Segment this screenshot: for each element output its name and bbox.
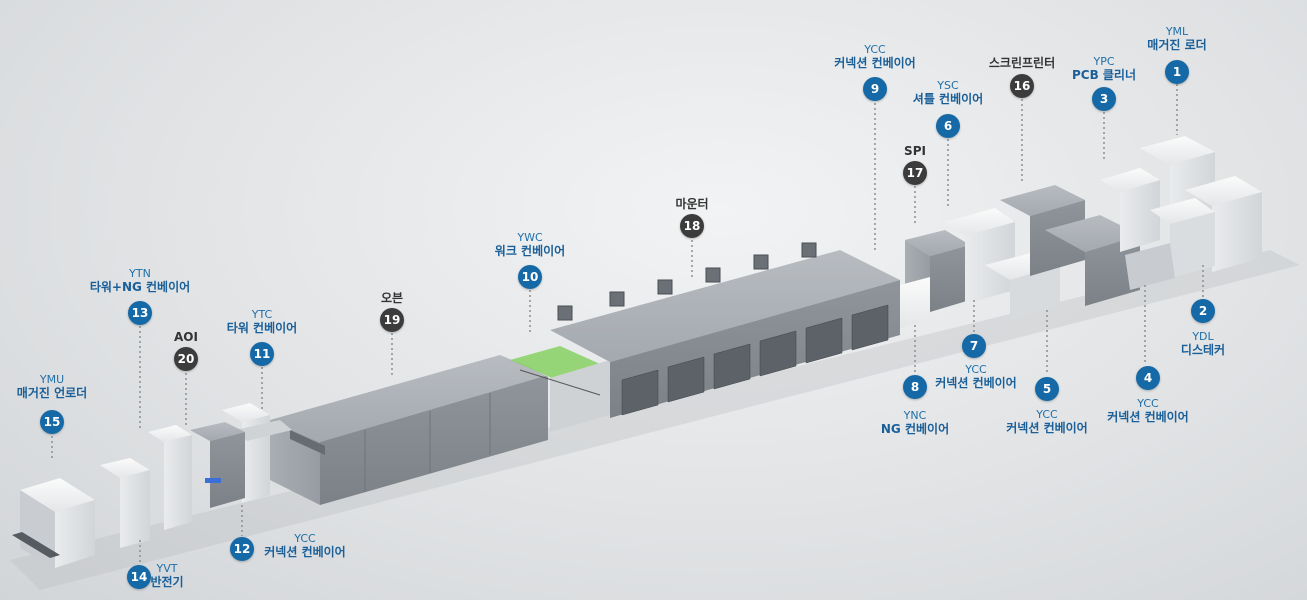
callout-oven: 오븐 — [302, 291, 482, 306]
badge-5: 5 — [1035, 377, 1059, 401]
left-side-machines — [12, 403, 292, 568]
callout-ydl: YDL 디스테커 — [1113, 330, 1293, 358]
callout-name: PCB 클리너 — [1071, 68, 1137, 82]
screen-printer-machine — [1000, 185, 1140, 306]
work-conveyor-machine — [505, 338, 610, 432]
callout-code: YTC — [251, 308, 273, 321]
badge-13: 13 — [128, 301, 152, 325]
badge-2: 2 — [1191, 299, 1215, 323]
callout-yvt: YVT 반전기 — [77, 562, 257, 590]
spi-machine — [900, 230, 970, 328]
callout-code: YCC — [965, 363, 987, 376]
callout-yml: YML 매거진 로더 — [1087, 25, 1267, 53]
callout-name: 셔틀 컨베이어 — [912, 92, 984, 106]
callout-ytn: YTN 타워+NG 컨베이어 — [50, 267, 230, 295]
callout-name: 타워 컨베이어 — [226, 321, 298, 335]
callout-mounter: 마운터 — [602, 197, 782, 212]
callout-code: YVT — [156, 562, 178, 575]
callout-ycc-7: YCC 커넥션 컨베이어 — [886, 363, 1066, 391]
badge-10: 10 — [518, 265, 542, 289]
callout-name: 반전기 — [150, 575, 184, 589]
feeder-banks — [621, 304, 889, 416]
callout-code: YNC — [903, 409, 927, 422]
callout-code: YPC — [1093, 55, 1115, 68]
badge-20: 20 — [174, 347, 198, 371]
callout-spi: SPI — [825, 144, 1005, 159]
callout-screen-printer: 스크린프린터 — [932, 56, 1112, 71]
callout-name: 오븐 — [380, 291, 404, 305]
badge-17: 17 — [903, 161, 927, 185]
callout-name: SPI — [904, 144, 926, 158]
badge-9: 9 — [863, 77, 887, 101]
callout-name: 커넥션 컨베이어 — [935, 376, 1017, 390]
callout-name: 디스테커 — [1180, 343, 1226, 357]
badge-3: 3 — [1092, 87, 1116, 111]
callout-ycc-5: YCC 커넥션 컨베이어 — [957, 408, 1137, 436]
callout-name: 매거진 언로더 — [16, 386, 88, 400]
callout-code: YCC — [294, 532, 316, 545]
badge-19: 19 — [380, 308, 404, 332]
callout-code: YCC — [1137, 397, 1159, 410]
oven-machine — [270, 355, 548, 505]
badge-1: 1 — [1165, 60, 1189, 84]
callout-code: YCC — [864, 43, 886, 56]
callout-name: 스크린프린터 — [988, 56, 1056, 70]
callout-name: 커넥션 컨베이어 — [1006, 421, 1088, 435]
callout-aoi: AOI — [96, 330, 276, 345]
callout-code: YTN — [129, 267, 151, 280]
mounter-machine — [550, 242, 900, 418]
callout-code: YWC — [517, 231, 543, 244]
loader-cleaner-machines — [1100, 136, 1262, 290]
monitors — [557, 242, 817, 321]
callout-ycc-4: YCC 커넥션 컨베이어 — [1058, 397, 1238, 425]
badge-7: 7 — [962, 334, 986, 358]
callout-ycc-12: YCC 커넥션 컨베이어 — [215, 532, 395, 560]
callout-name: 커넥션 컨베이어 — [1107, 410, 1189, 424]
callout-ycc-9: YCC 커넥션 컨베이어 — [785, 43, 965, 71]
badge-6: 6 — [936, 114, 960, 138]
badge-8: 8 — [903, 375, 927, 399]
callout-code: YMU — [39, 373, 65, 386]
badge-12: 12 — [230, 537, 254, 561]
callout-code: YCC — [1036, 408, 1058, 421]
badge-11: 11 — [250, 342, 274, 366]
callout-ytc: YTC 타워 컨베이어 — [172, 308, 352, 336]
callout-name: 타워+NG 컨베이어 — [89, 280, 191, 294]
badge-18: 18 — [680, 214, 704, 238]
badge-15: 15 — [40, 410, 64, 434]
callout-name: 커넥션 컨베이어 — [834, 56, 916, 70]
leader-lines — [51, 84, 1204, 563]
badge-14: 14 — [127, 565, 151, 589]
callout-name: 커넥션 컨베이어 — [264, 545, 346, 559]
callout-ymu: YMU 매거진 언로더 — [0, 373, 142, 401]
badge-16: 16 — [1010, 74, 1034, 98]
callout-code: YDL — [1192, 330, 1214, 343]
callout-ysc: YSC 셔틀 컨베이어 — [858, 79, 1038, 107]
callout-ywc: YWC 워크 컨베이어 — [440, 231, 620, 259]
callout-code: YSC — [937, 79, 959, 92]
callout-name: AOI — [174, 330, 198, 344]
callout-name: 워크 컨베이어 — [494, 244, 566, 258]
callout-name: NG 컨베이어 — [880, 422, 950, 436]
badge-4: 4 — [1136, 366, 1160, 390]
callout-code: YML — [1165, 25, 1189, 38]
callout-ypc: YPC PCB 클리너 — [1014, 55, 1194, 83]
callout-name: 매거진 로더 — [1147, 38, 1207, 52]
callout-name: 마운터 — [675, 197, 709, 211]
callout-ync: YNC NG 컨베이어 — [825, 409, 1005, 437]
